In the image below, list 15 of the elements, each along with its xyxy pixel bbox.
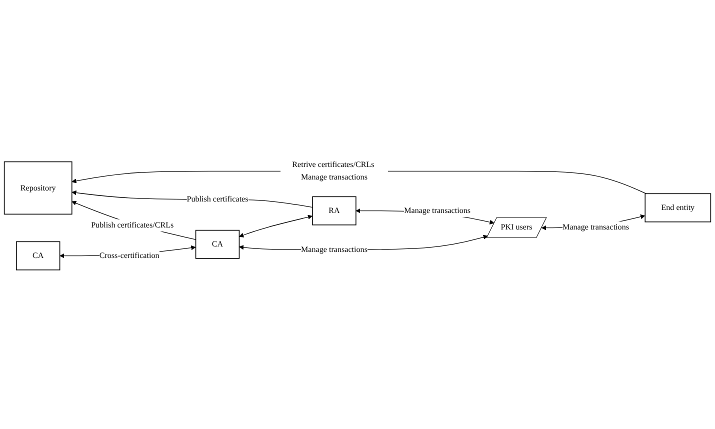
- arrow: [239, 214, 313, 238]
- edge-label: Publish certificates/CRLs: [91, 220, 174, 230]
- edge-label: Cross-certification: [99, 251, 160, 260]
- node-box: End entity: [644, 193, 712, 222]
- edge-label: Retrive certificates/CRLs Manage transactions: [292, 160, 374, 182]
- node-box: CA: [195, 230, 240, 259]
- arrow: [72, 190, 313, 208]
- node-box: CA: [16, 241, 60, 270]
- edge-label: Manage transactions: [301, 245, 368, 254]
- edge-label: Manage transactions: [404, 206, 471, 215]
- node-box: Repository: [4, 161, 72, 215]
- edge-label: Publish certificates: [186, 194, 248, 204]
- arrow: [72, 200, 196, 240]
- node-box: RA: [312, 196, 356, 226]
- edge-label: Manage transactions: [562, 223, 629, 232]
